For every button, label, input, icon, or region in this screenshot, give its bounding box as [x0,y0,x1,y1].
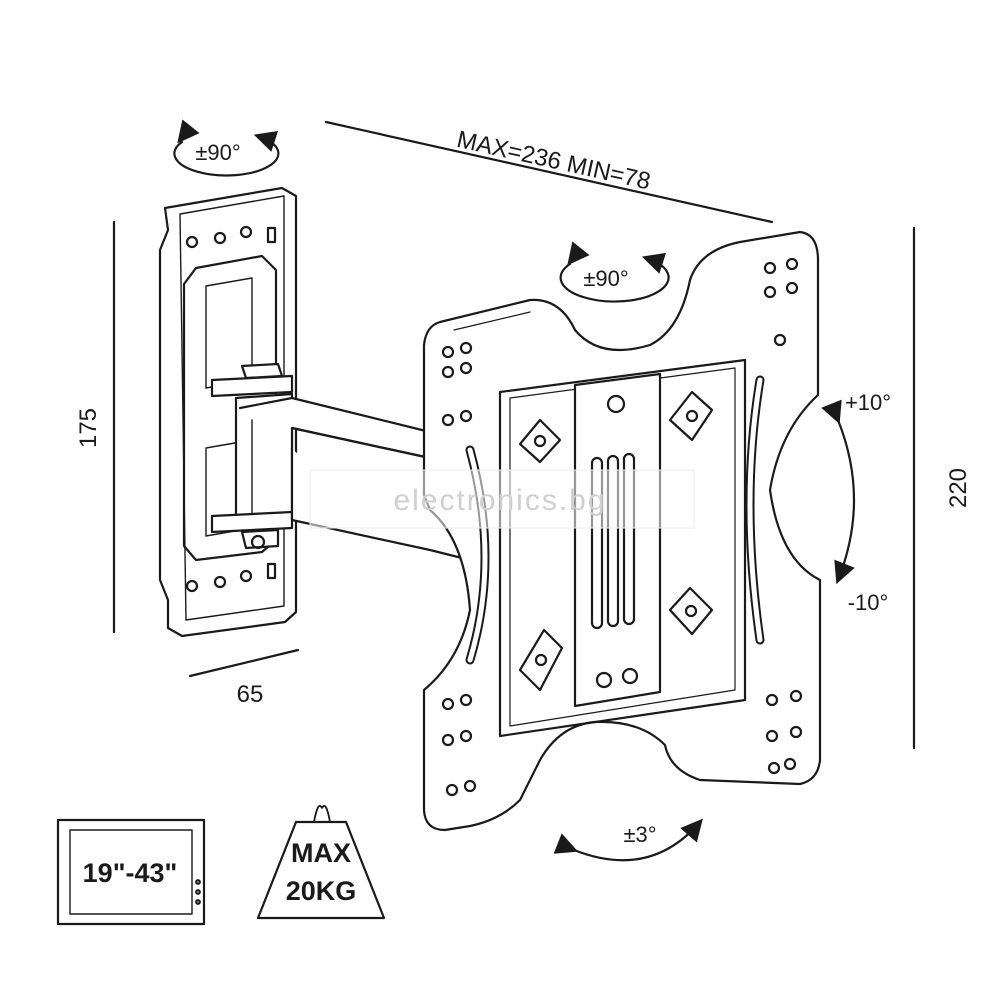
depth-dimension-line [188,648,300,678]
level-adjust-arrow [553,818,703,862]
extension-label: MAX=236 MIN=78 [454,126,653,195]
screen-size-label: 19"-43" [83,858,178,888]
depth-label: 65 [237,681,264,708]
wall-swivel-label: ±90° [195,140,240,165]
tilt-down-label: -10° [848,590,889,615]
swing-arm [238,396,472,592]
tv-plate [422,230,822,832]
wall-plate [158,186,298,638]
wall-swivel-arrow [173,119,280,177]
tilt-up-label: +10° [845,390,891,415]
plate-swivel-label: ±90° [583,266,628,291]
screen-size-icon [56,818,206,926]
max-load-line1: MAX [291,838,351,868]
tilt-arrow [821,399,856,585]
level-adjust-label: ±3° [623,822,656,847]
max-load-line2: 20KG [286,876,357,906]
extension-dimension-line [324,120,774,224]
watermark: electronics.bg [393,484,606,517]
wall-height-label: 175 [75,408,102,448]
plate-swivel-arrow [559,241,670,303]
watermark-box [309,469,695,529]
weight-icon [256,804,386,920]
tv-height-label: 220 [945,468,972,508]
